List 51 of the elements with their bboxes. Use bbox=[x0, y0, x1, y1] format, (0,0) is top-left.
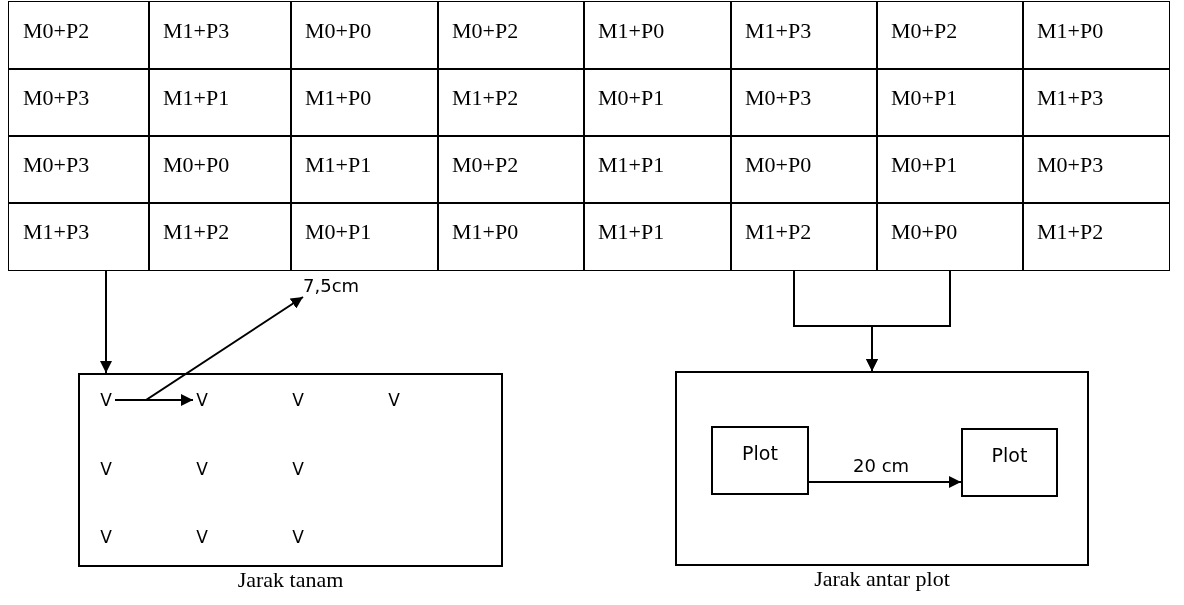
plot-box: Plot bbox=[711, 426, 809, 495]
table-cell: M1+P2 bbox=[1022, 202, 1170, 271]
table-cell: M0+P1 bbox=[876, 135, 1024, 204]
table-cell: M0+P2 bbox=[8, 1, 150, 70]
table-cell: M0+P0 bbox=[290, 1, 439, 70]
table-cell: M0+P2 bbox=[437, 1, 585, 70]
arrow bbox=[808, 476, 962, 488]
plant-mark: V bbox=[193, 456, 211, 482]
table-cell: M1+P1 bbox=[583, 202, 732, 271]
arrow bbox=[866, 269, 951, 372]
table-cell: M0+P0 bbox=[148, 135, 292, 204]
table-cell: M1+P1 bbox=[583, 135, 732, 204]
table-cell: M1+P2 bbox=[730, 202, 878, 271]
plant-mark: V bbox=[289, 524, 307, 550]
table-cell: M0+P3 bbox=[730, 68, 878, 137]
table-cell: M0+P3 bbox=[8, 68, 150, 137]
table-cell: M0+P0 bbox=[730, 135, 878, 204]
table-cell: M1+P3 bbox=[148, 1, 292, 70]
panel-caption: Jarak tanam bbox=[236, 567, 345, 593]
table-cell: M1+P1 bbox=[290, 135, 439, 204]
arrow bbox=[114, 296, 304, 401]
table-cell: M1+P3 bbox=[730, 1, 878, 70]
measurement-text: 7,5cm bbox=[303, 275, 363, 297]
plant-mark: V bbox=[97, 524, 115, 550]
plant-mark: V bbox=[97, 387, 115, 413]
table-cell: M0+P1 bbox=[290, 202, 439, 271]
plant-mark: V bbox=[97, 456, 115, 482]
table-cell: M0+P3 bbox=[8, 135, 150, 204]
plant-mark: V bbox=[289, 456, 307, 482]
table-cell: M0+P2 bbox=[437, 135, 585, 204]
plant-mark: V bbox=[385, 387, 403, 413]
plot-box: Plot bbox=[961, 428, 1058, 497]
table-cell: M1+P2 bbox=[437, 68, 585, 137]
plant-mark: V bbox=[193, 524, 211, 550]
plant-mark: V bbox=[193, 387, 211, 413]
arrow bbox=[100, 269, 112, 374]
table-cell: M1+P0 bbox=[583, 1, 732, 70]
table-cell: M1+P1 bbox=[148, 68, 292, 137]
table-cell: M0+P2 bbox=[876, 1, 1024, 70]
table-cell: M0+P1 bbox=[583, 68, 732, 137]
table-cell: M1+P2 bbox=[148, 202, 292, 271]
panel-caption: Jarak antar plot bbox=[813, 566, 951, 592]
table-cell: M0+P1 bbox=[876, 68, 1024, 137]
table-cell: M1+P3 bbox=[1022, 68, 1170, 137]
table-cell: M1+P3 bbox=[8, 202, 150, 271]
table-cell: M1+P0 bbox=[437, 202, 585, 271]
table-cell: M0+P0 bbox=[876, 202, 1024, 271]
plant-mark: V bbox=[289, 387, 307, 413]
table-cell: M1+P0 bbox=[290, 68, 439, 137]
table-cell: M0+P3 bbox=[1022, 135, 1170, 204]
table-cell: M1+P0 bbox=[1022, 1, 1170, 70]
